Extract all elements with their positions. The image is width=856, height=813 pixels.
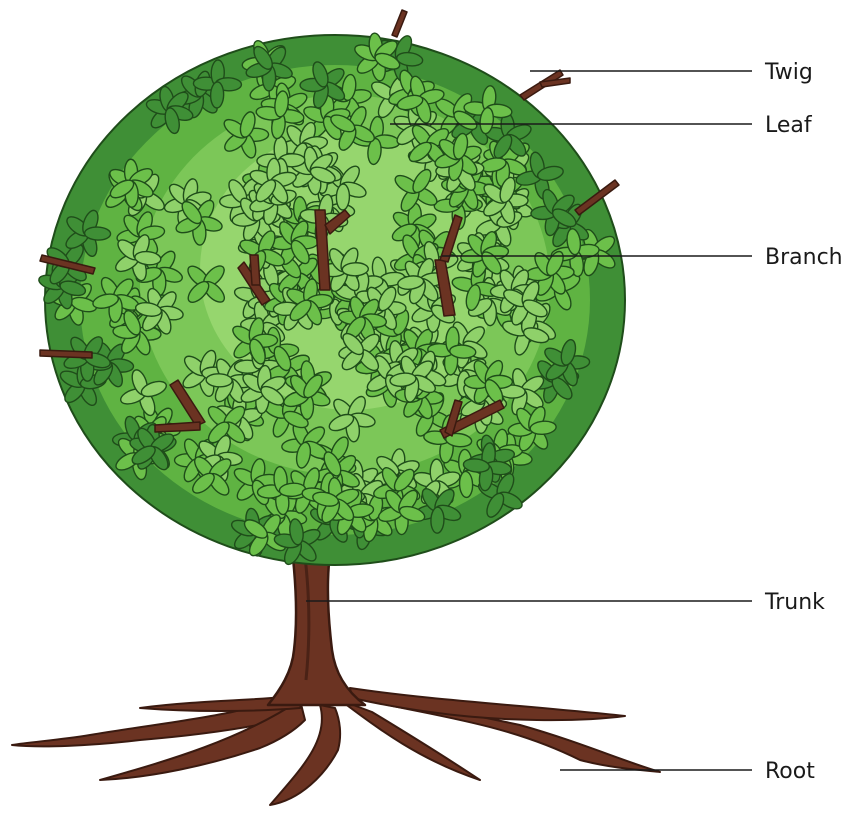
leaf <box>342 262 368 276</box>
leaf <box>210 82 224 108</box>
leaf <box>206 373 232 387</box>
label-twig: Twig <box>764 60 813 85</box>
labels: Twig Leaf Branch Trunk Root <box>764 60 843 784</box>
crown <box>37 32 625 567</box>
label-leaf: Leaf <box>765 113 813 138</box>
label-root: Root <box>765 759 815 784</box>
leaf <box>459 471 473 497</box>
leaf <box>336 184 350 210</box>
leaf <box>431 507 445 533</box>
leaf <box>84 227 110 241</box>
label-branch: Branch <box>765 245 843 270</box>
label-trunk: Trunk <box>764 590 825 615</box>
